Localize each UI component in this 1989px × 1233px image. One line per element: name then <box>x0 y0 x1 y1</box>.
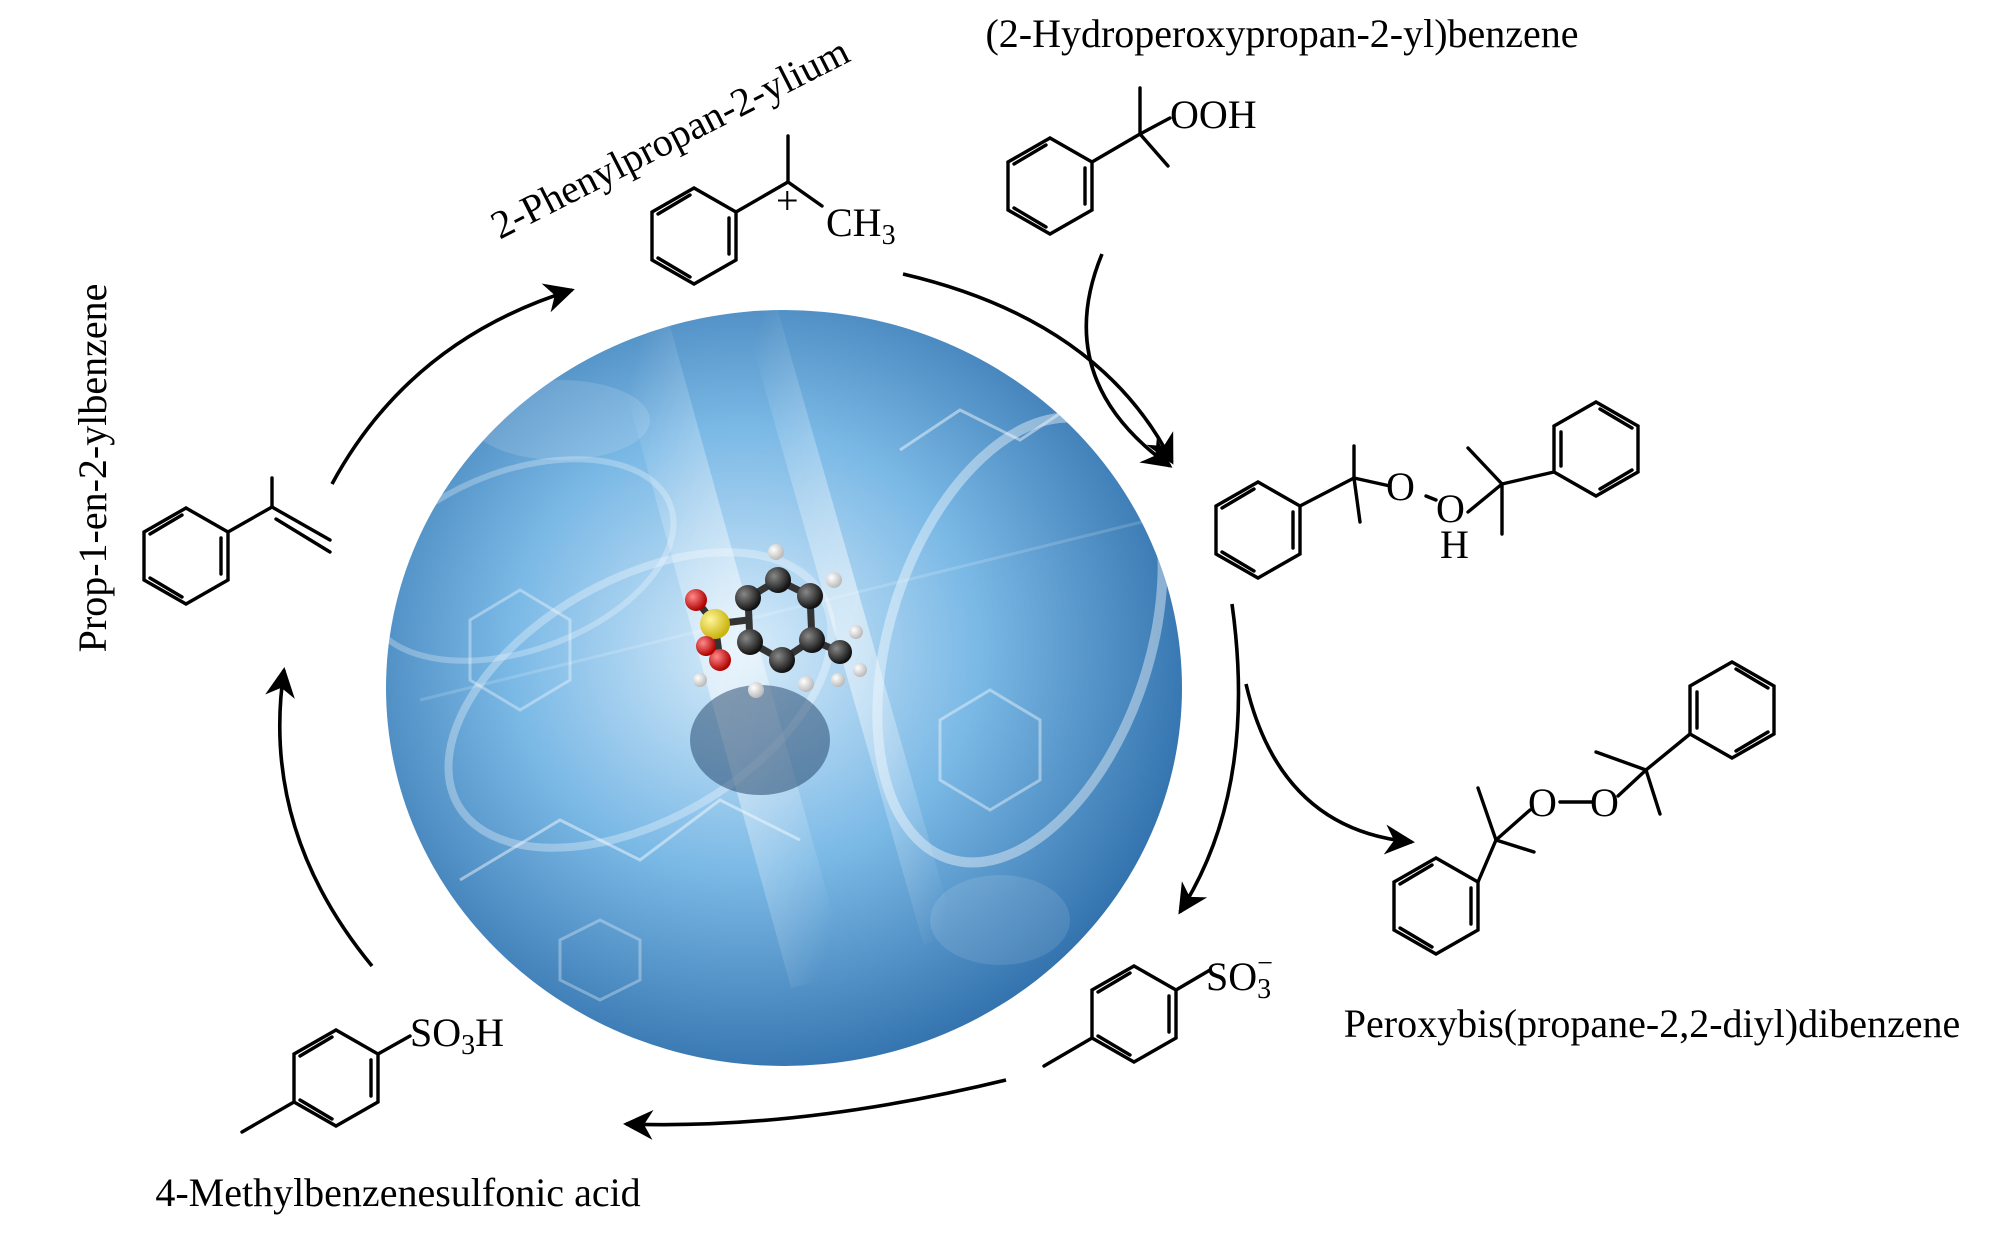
center-image <box>386 310 1182 1066</box>
cumyl-cation-structure <box>650 134 824 286</box>
arrow-ptsa-to-ams <box>265 667 374 968</box>
peroxide-h: H <box>1440 522 1469 567</box>
label-dicumyl-peroxide: Peroxybis(propane-2,2-diyl)dibenzene <box>1344 1001 1960 1046</box>
tosylate-so3: SO3− <box>1206 948 1273 1005</box>
dcp-o1: O <box>1528 780 1557 825</box>
dcp-o2: O <box>1590 780 1619 825</box>
ptsa-structure <box>240 1028 412 1134</box>
arrow-dcp-h-to-tosylate <box>1178 603 1241 915</box>
label-cumyl-cation: 2-Phenylpropan-2-ylium <box>483 28 856 248</box>
label-alpha-methylstyrene: Prop-1-en-2-ylbenzene <box>70 284 115 653</box>
arrow-cation-to-dcp-h <box>902 272 1174 465</box>
cumene-hydroperoxide-structure <box>1006 86 1172 236</box>
arrow-chp-in <box>1084 253 1173 468</box>
arrow-dcp-out <box>1244 683 1415 855</box>
dicumyl-peroxide-structure <box>1392 660 1776 956</box>
peroxide-o2: O <box>1436 486 1465 531</box>
cycle-arrows <box>265 253 1415 1140</box>
alpha-methylstyrene-structure <box>142 476 332 606</box>
cation-plus: + <box>776 178 799 223</box>
label-cumene-hydroperoxide: (2-Hydroperoxypropan-2-yl)benzene <box>985 11 1578 56</box>
arrow-tosylate-to-ptsa <box>623 1078 1007 1140</box>
tosylate-structure <box>1042 964 1212 1068</box>
arrow-ams-to-cation <box>330 283 575 485</box>
ptsa-molecule-model <box>685 544 867 698</box>
protonated-peroxide-structure <box>1214 400 1640 580</box>
chp-ooh: OOH <box>1170 92 1257 137</box>
cation-ch3: CH3 <box>826 200 896 251</box>
label-ptsa: 4-Methylbenzenesulfonic acid <box>155 1170 640 1215</box>
peroxide-o1: O <box>1386 464 1415 509</box>
ptsa-so3h: SO3H <box>410 1010 504 1061</box>
